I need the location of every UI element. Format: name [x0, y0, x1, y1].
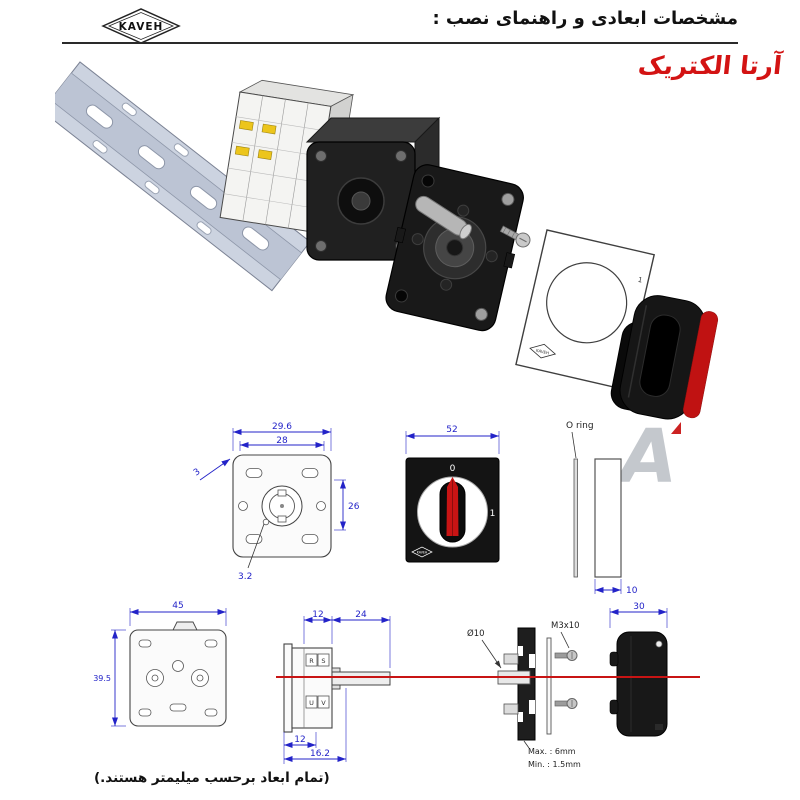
oring-label: O ring	[566, 421, 594, 431]
switch-shaft	[415, 195, 472, 240]
rear-dimension-view: 29.6 28 3 26 3.2	[192, 422, 360, 582]
handle-knob	[610, 295, 719, 420]
small-hole-3-2	[262, 518, 270, 526]
footer-note: (تمام ابعاد برحسب میلیمتر هستند.)	[94, 770, 330, 786]
front-panel-body	[405, 457, 500, 563]
knob-side-view	[609, 631, 668, 737]
shaft-through-panel	[497, 670, 531, 685]
red-centerline	[276, 676, 700, 678]
kaveh-logo-inner-diamond	[107, 12, 175, 40]
faceplate-brand-diamond: KAVEH	[529, 343, 557, 359]
faceplate-position-mark: 1	[637, 276, 643, 285]
m3-screw-top	[554, 650, 578, 661]
oring-dim-thickness: 10	[626, 586, 638, 596]
mount-shaft-dia-label: Ø10	[467, 628, 485, 639]
kaveh-logo-text: KAVEH	[119, 21, 164, 33]
side-dim-front: 12	[294, 735, 305, 745]
mount-detail-view: Ø10 M3x10 30 Max. :	[467, 602, 668, 769]
terminal-r: R	[309, 657, 314, 665]
oring-cross-section	[573, 458, 578, 578]
mount-screw-label: M3x10	[551, 621, 580, 631]
gasket-side-view	[594, 458, 622, 578]
watermark-a: A	[620, 414, 678, 500]
side-section-view: R S U V 12 24 12 16.2	[283, 610, 391, 764]
terminal-v: V	[321, 699, 326, 707]
front-panel-view: 52 0 1 KAVEH	[405, 425, 500, 563]
panel-plate	[497, 627, 536, 741]
front-brand-text: KAVEH	[417, 551, 428, 555]
side-dim-body: 12	[312, 610, 323, 620]
rear-dim-corner-radius: 3	[192, 467, 202, 478]
rear-dim-inner-width: 28	[276, 436, 288, 446]
front-brand-diamond: KAVEH	[411, 546, 433, 558]
m3-screw-bottom	[554, 698, 578, 709]
front-position-on: 1	[490, 509, 496, 519]
panel-min-label: Min. : 1.5mm	[528, 760, 581, 769]
bracket-dim-width: 45	[172, 601, 183, 611]
bracket-view: 45 39.5	[93, 601, 227, 727]
mount-dim-handle: 30	[633, 602, 645, 612]
side-shaft	[331, 671, 391, 686]
bracket-outline	[129, 621, 227, 727]
rear-dim-total-width: 29.6	[272, 422, 292, 432]
front-position-off: 0	[450, 464, 456, 474]
side-body	[283, 643, 391, 733]
terminal-u: U	[309, 699, 314, 707]
terminal-marker	[238, 120, 254, 131]
watermark-letter: A	[620, 420, 682, 494]
exploded-view-drawing: 1 KAVEH	[55, 61, 719, 420]
terminal-labels: R S U V	[305, 653, 330, 709]
terminal-marker	[257, 149, 273, 160]
panel-max-label: Max. : 6mm	[528, 747, 576, 756]
bracket-dim-height: 39.5	[93, 674, 111, 683]
switch-body	[305, 116, 441, 262]
watermark-accent-icon	[671, 422, 682, 434]
side-dim-depth: 16.2	[310, 749, 330, 759]
terminal-marker	[234, 145, 250, 157]
side-dim-shaft: 24	[355, 610, 367, 620]
faceplate-strip	[546, 637, 552, 735]
knob-red-edge	[683, 311, 719, 419]
kaveh-logo: KAVEH	[101, 8, 181, 44]
oring-view: O ring 10	[566, 421, 638, 596]
front-dim-width: 52	[446, 425, 457, 435]
kaveh-logo-outer-diamond	[101, 8, 181, 44]
terminal-marker	[261, 123, 277, 135]
mounting-screw	[499, 225, 531, 248]
header-divider	[62, 42, 738, 44]
page-title: مشخصات ابعادی و راهنمای نصب :	[432, 8, 738, 29]
faceplate-brand-text: KAVEH	[535, 348, 549, 356]
terminal-s: S	[321, 657, 325, 665]
rear-dim-height: 26	[348, 502, 360, 512]
rear-dim-hole: 3.2	[238, 572, 252, 582]
rear-body-outline	[232, 454, 332, 558]
